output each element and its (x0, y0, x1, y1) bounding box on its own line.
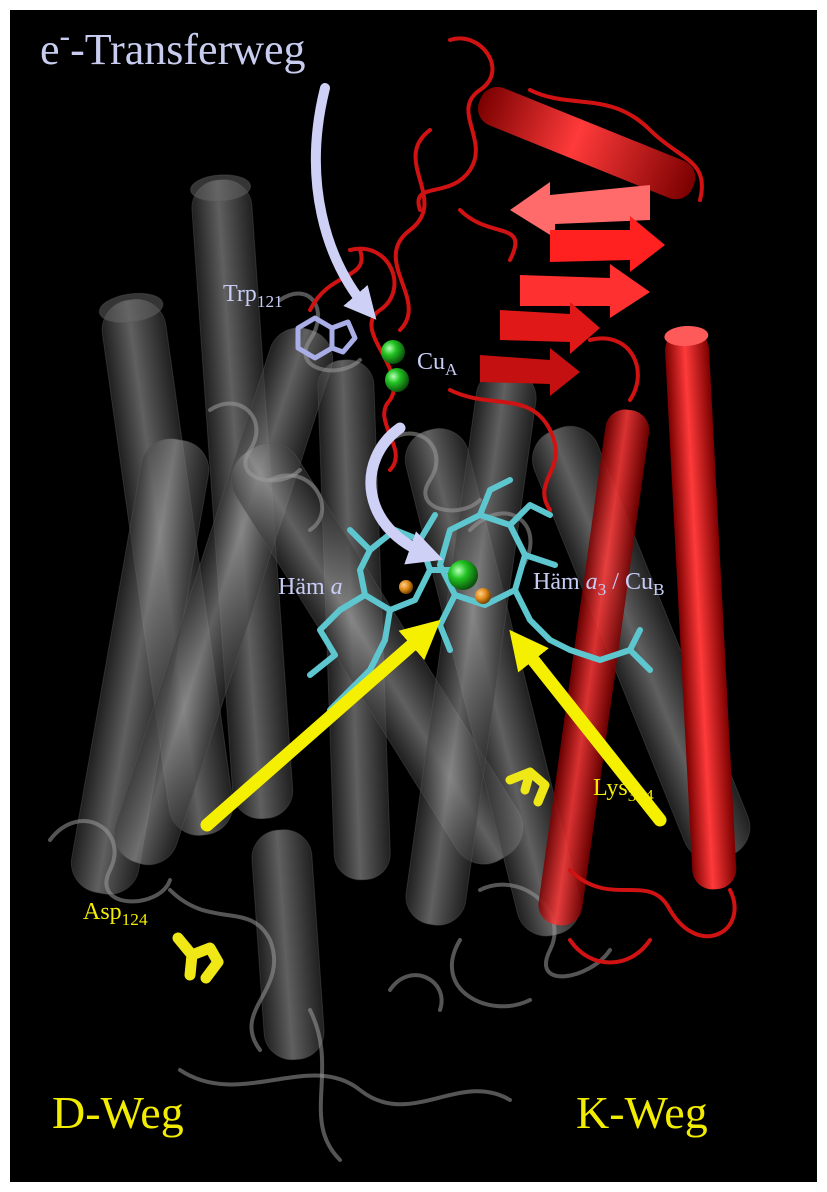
heme-a-iron (399, 580, 413, 594)
cua-copper-2 (385, 368, 409, 392)
cua-label: CuA (417, 350, 457, 374)
electron-transfer-arrow-1 (316, 88, 368, 310)
k-pathway-label: K-Weg (576, 1090, 708, 1136)
d-pathway-label: D-Weg (52, 1090, 184, 1136)
asp-residue (178, 938, 218, 978)
heme-a3-iron (475, 588, 491, 604)
lys354-label: Lys354 (593, 776, 654, 800)
asp124-label: Asp124 (83, 900, 148, 924)
haem-a3-cub-label: Häm a3 / CuB (533, 570, 665, 594)
cub-copper (448, 560, 478, 590)
grey-helices (67, 173, 759, 1062)
figure-canvas: e--Transferweg Trp121 CuA Häm a Häm a3 /… (10, 10, 817, 1182)
electron-transfer-label: e--Transferweg (40, 28, 306, 72)
protein-structure-illustration (10, 10, 817, 1182)
cua-copper-1 (381, 340, 405, 364)
trp121-label: Trp121 (223, 282, 283, 306)
haem-a-label: Häm a (278, 575, 343, 599)
